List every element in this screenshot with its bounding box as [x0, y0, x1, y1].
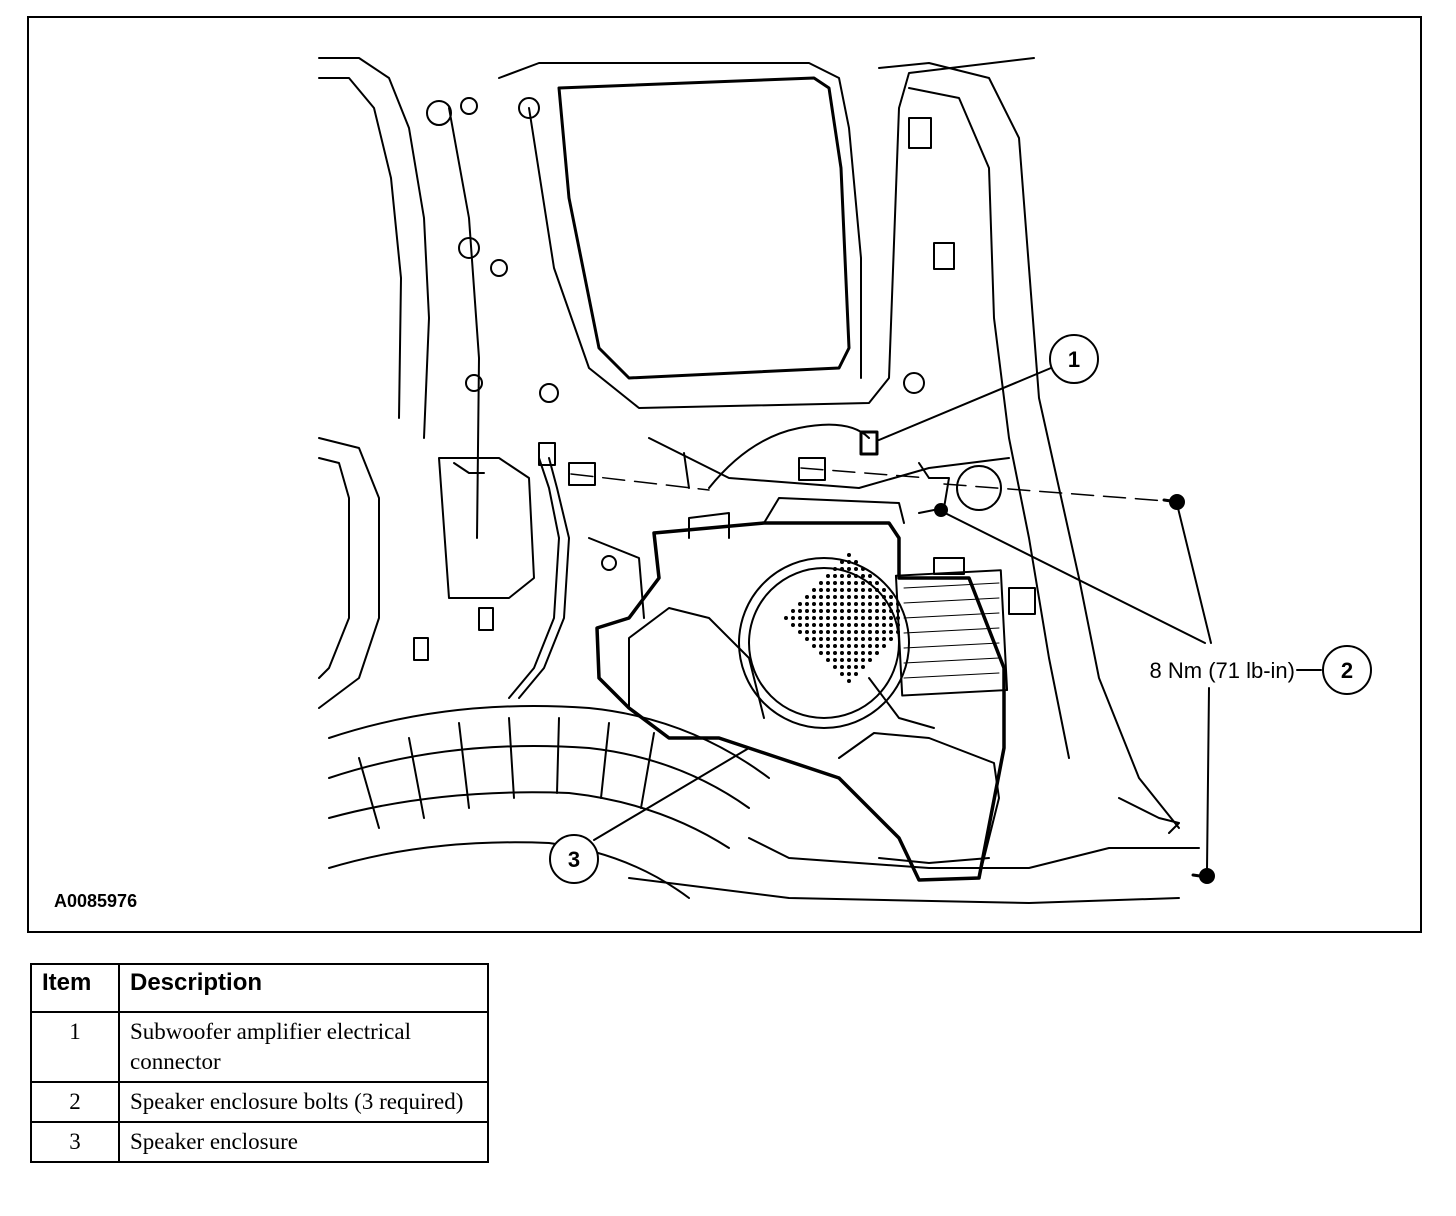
bolt-alignment-lines	[570, 467, 1180, 503]
legend-table: Item Description 1 Subwoofer amplifier e…	[30, 963, 489, 1163]
callout-circle-2	[1322, 645, 1372, 695]
torque-spec: 8 Nm (71 lb-in)	[1150, 658, 1295, 683]
legend-row: 1 Subwoofer amplifier electrical connect…	[30, 1011, 489, 1083]
callout-leaders	[593, 367, 1322, 871]
legend-item-number: 3	[30, 1121, 120, 1163]
speaker-enclosure-bolt	[1191, 868, 1215, 884]
figure-id: A0085976	[54, 891, 138, 911]
legend-header-description: Description	[118, 963, 489, 1013]
legend-row: 3 Speaker enclosure	[30, 1121, 489, 1163]
callout-circle-3	[549, 834, 599, 884]
figure-frame: 1 2 3 8 Nm (71 lb-in) A0085976	[27, 16, 1422, 933]
legend-item-description: Speaker enclosure bolts (3 required)	[118, 1081, 489, 1123]
callout-number-3: 3	[568, 847, 580, 872]
speaker-enclosure-bolt	[1162, 494, 1185, 510]
legend-item-description: Speaker enclosure	[118, 1121, 489, 1163]
subwoofer-amplifier	[868, 557, 1009, 729]
body-structure-linework	[318, 57, 1200, 904]
legend-item-number: 1	[30, 1011, 120, 1083]
legend-item-number: 2	[30, 1081, 120, 1123]
legend-header-row: Item Description	[30, 963, 489, 1013]
callout-circle-1	[1049, 334, 1099, 384]
speaker-enclosure	[595, 497, 1006, 882]
legend-item-description: Subwoofer amplifier electrical connector	[118, 1011, 489, 1083]
speaker-grille	[784, 553, 900, 683]
legend-header-item: Item	[30, 963, 120, 1013]
exploded-view-drawing: 1 2 3 8 Nm (71 lb-in)	[318, 57, 1372, 904]
legend-row: 2 Speaker enclosure bolts (3 required)	[30, 1081, 489, 1123]
callout-number-1: 1	[1068, 347, 1080, 372]
callout-number-2: 2	[1341, 658, 1353, 683]
